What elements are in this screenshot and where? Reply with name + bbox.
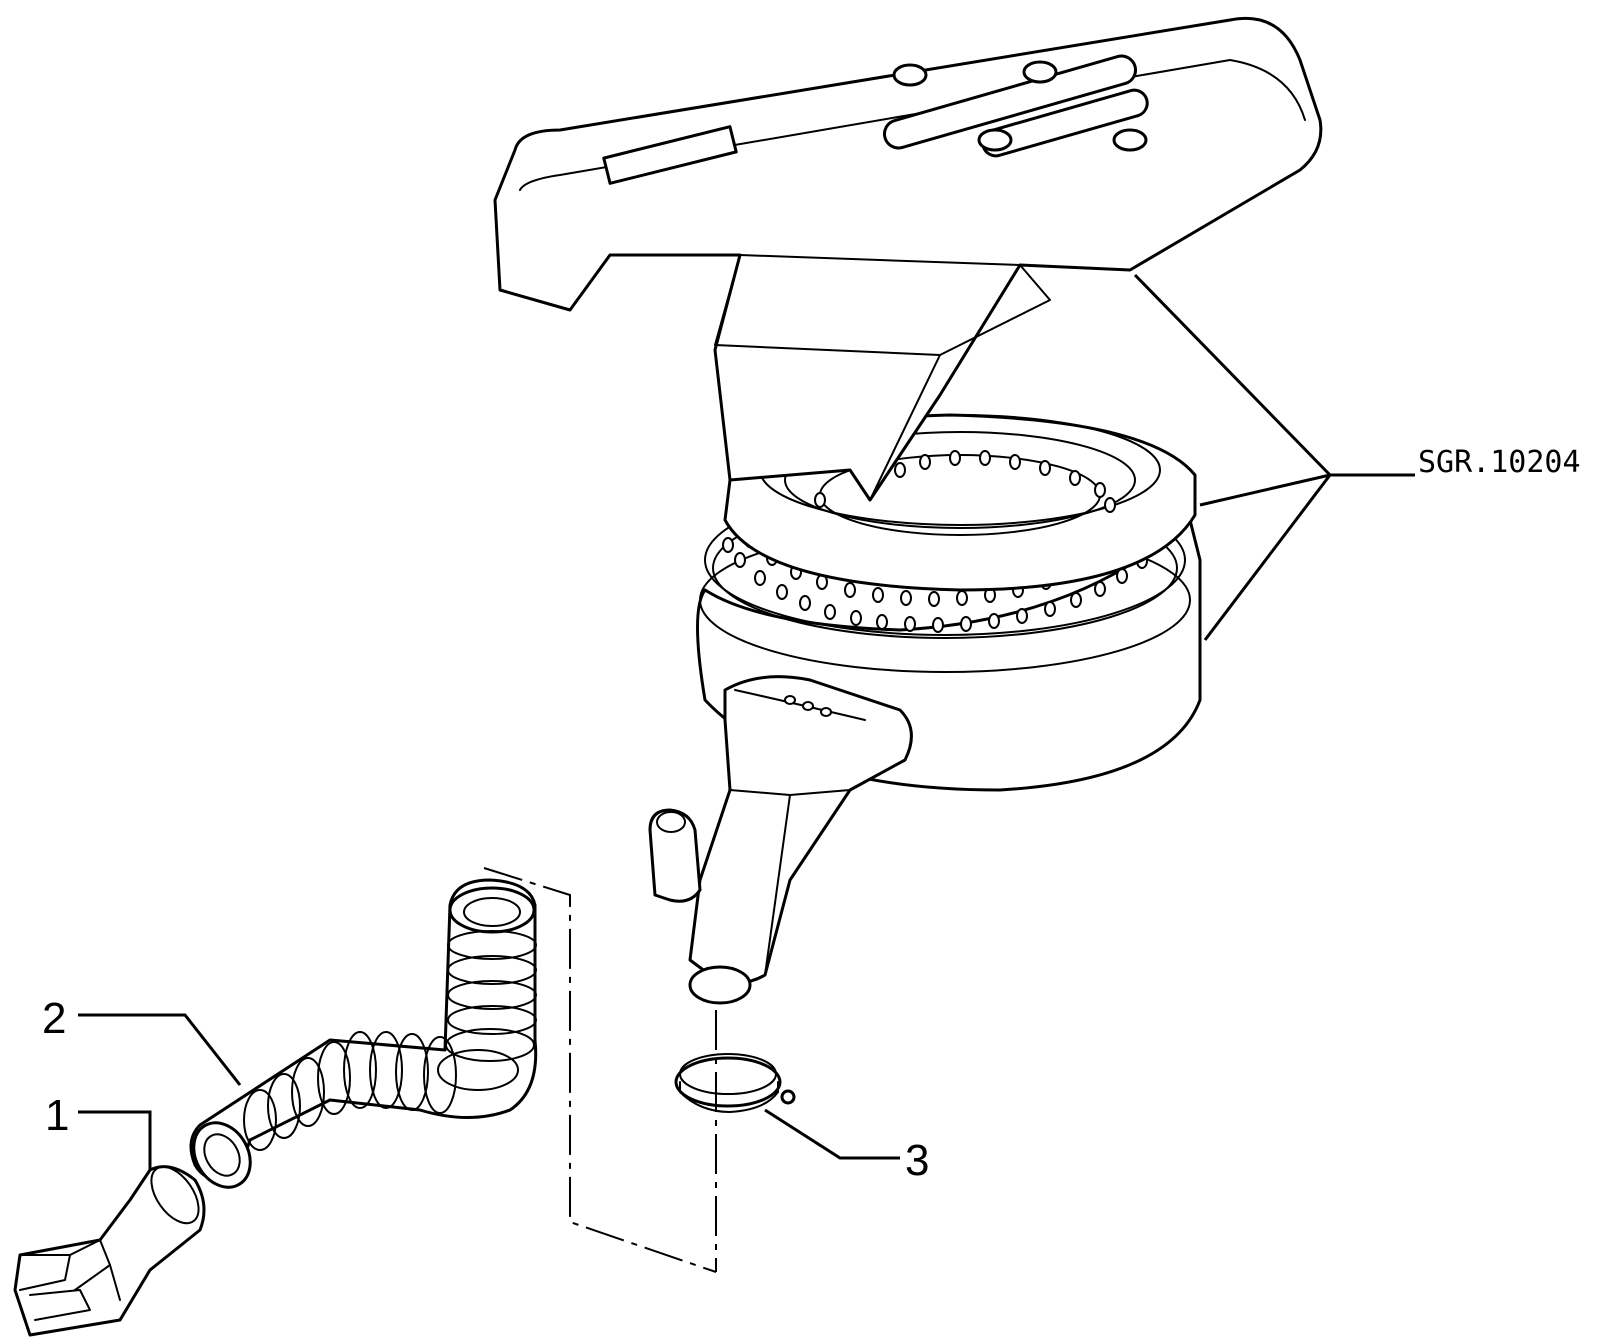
hose-clamp-part: [674, 1053, 796, 1113]
leader-lines: [78, 273, 1415, 1170]
mounting-bracket: [493, 16, 1323, 502]
assembly-centerlines: [483, 867, 717, 1273]
air-intake-nozzle-part: [13, 1165, 206, 1337]
leader-part-1: [78, 1110, 152, 1170]
callout-part-2: 2: [42, 994, 66, 1043]
corrugated-hose-part: [189, 878, 538, 1189]
callout-ref-code: SGR.10204: [1418, 445, 1581, 480]
callout-part-3: 3: [905, 1136, 929, 1185]
hose-corrugations: [243, 930, 537, 1151]
leader-ref-code: [1133, 273, 1415, 641]
air-filter-assembly: [493, 16, 1323, 1005]
filter-outlet-spout: [648, 675, 913, 1005]
callout-part-1: 1: [45, 1091, 69, 1140]
leader-part-2: [78, 1013, 242, 1086]
leader-part-3: [764, 1108, 900, 1160]
